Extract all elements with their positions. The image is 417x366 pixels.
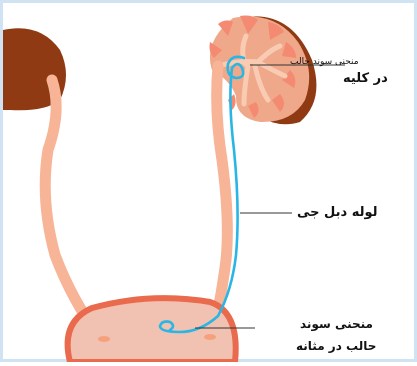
label-kidney-coil-line2: در کلیه — [343, 71, 388, 86]
label-bladder-coil-line1: منحنی سوند — [300, 317, 373, 331]
right-kidney — [210, 16, 309, 122]
label-bladder-coil-line2: حالب در مثانه — [296, 339, 376, 353]
left-ureteral-orifice — [98, 336, 110, 342]
right-ureter — [214, 66, 227, 330]
label-kidney-coil-line1: منحنی سوند حالب — [290, 57, 359, 67]
double-j-stent — [160, 57, 244, 332]
label-stent: لوله دبل جی — [297, 205, 378, 220]
right-ureteral-orifice — [204, 334, 216, 340]
bladder — [68, 298, 236, 362]
left-ureter — [45, 80, 100, 338]
